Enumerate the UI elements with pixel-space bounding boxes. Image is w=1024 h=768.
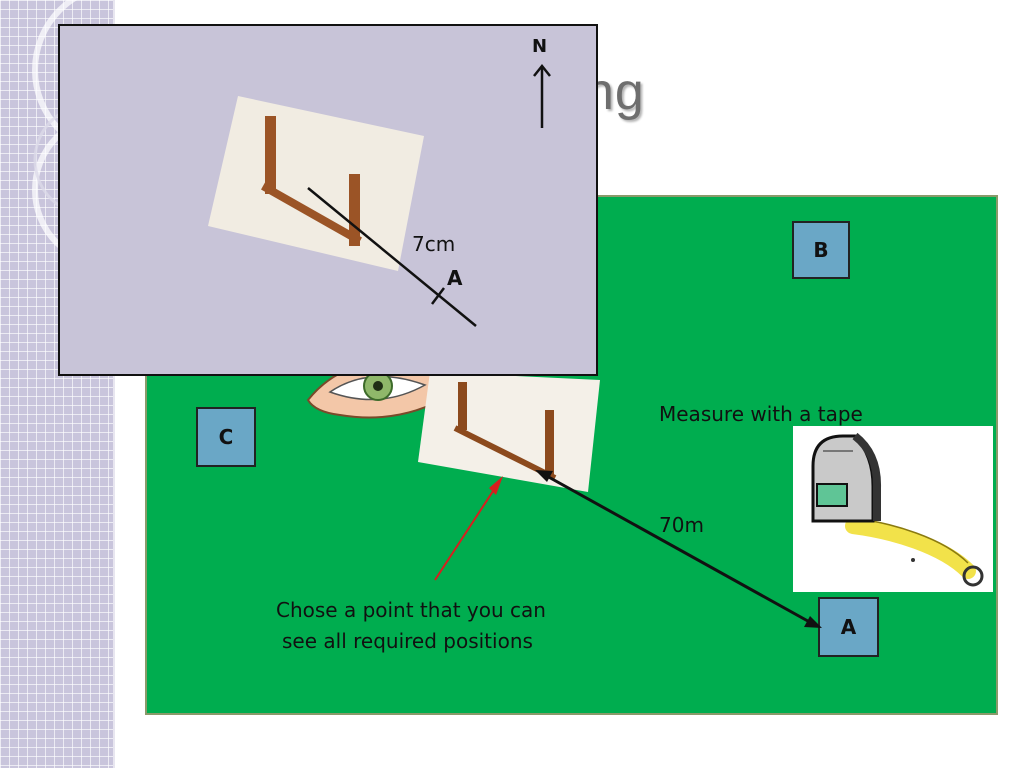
instruction-line-1: Chose a point that you can	[276, 598, 546, 622]
inset-panel: N 7cm A	[58, 24, 598, 376]
tape-measure-icon	[793, 426, 993, 592]
north-arrow-icon	[533, 63, 551, 128]
pointer-arrow	[434, 484, 498, 581]
sighting-compass-icon	[208, 96, 424, 271]
marker-b: B	[792, 221, 850, 279]
measure-label: Measure with a tape	[659, 402, 863, 426]
inset-drawing	[208, 63, 551, 327]
distance-label: 70m	[659, 513, 704, 537]
instruction-line-2: see all required positions	[282, 629, 533, 653]
scale-length-label: 7cm	[412, 232, 456, 256]
marker-a: A	[818, 597, 879, 657]
bearing-line	[307, 187, 477, 327]
sighting-compass-icon	[418, 372, 600, 492]
north-label: N	[532, 36, 548, 57]
distance-arrow	[544, 473, 816, 627]
inset-point-label: A	[447, 266, 463, 290]
marker-c: C	[196, 407, 256, 467]
